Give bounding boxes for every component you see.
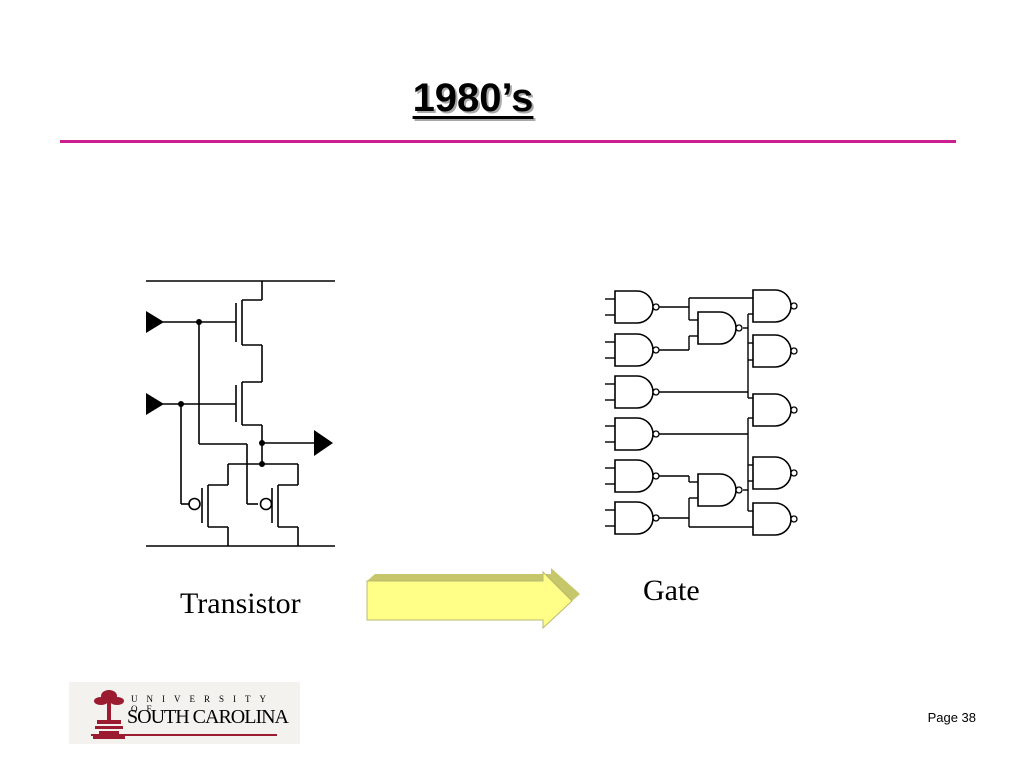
title-divider bbox=[60, 140, 956, 143]
gate-label: Gate bbox=[643, 574, 700, 607]
palmetto-icon bbox=[93, 690, 125, 739]
page-number: Page 38 bbox=[927, 710, 976, 725]
logo-line1: UNIVERSITY OF bbox=[131, 694, 275, 714]
slide-title: 1980’s bbox=[412, 76, 534, 120]
logo-underline bbox=[91, 734, 277, 736]
university-logo: UNIVERSITY OF SOUTH CAROLINA bbox=[69, 682, 300, 744]
logo-line2: SOUTH CAROLINA bbox=[127, 706, 289, 728]
transistor-label: Transistor bbox=[180, 587, 301, 620]
